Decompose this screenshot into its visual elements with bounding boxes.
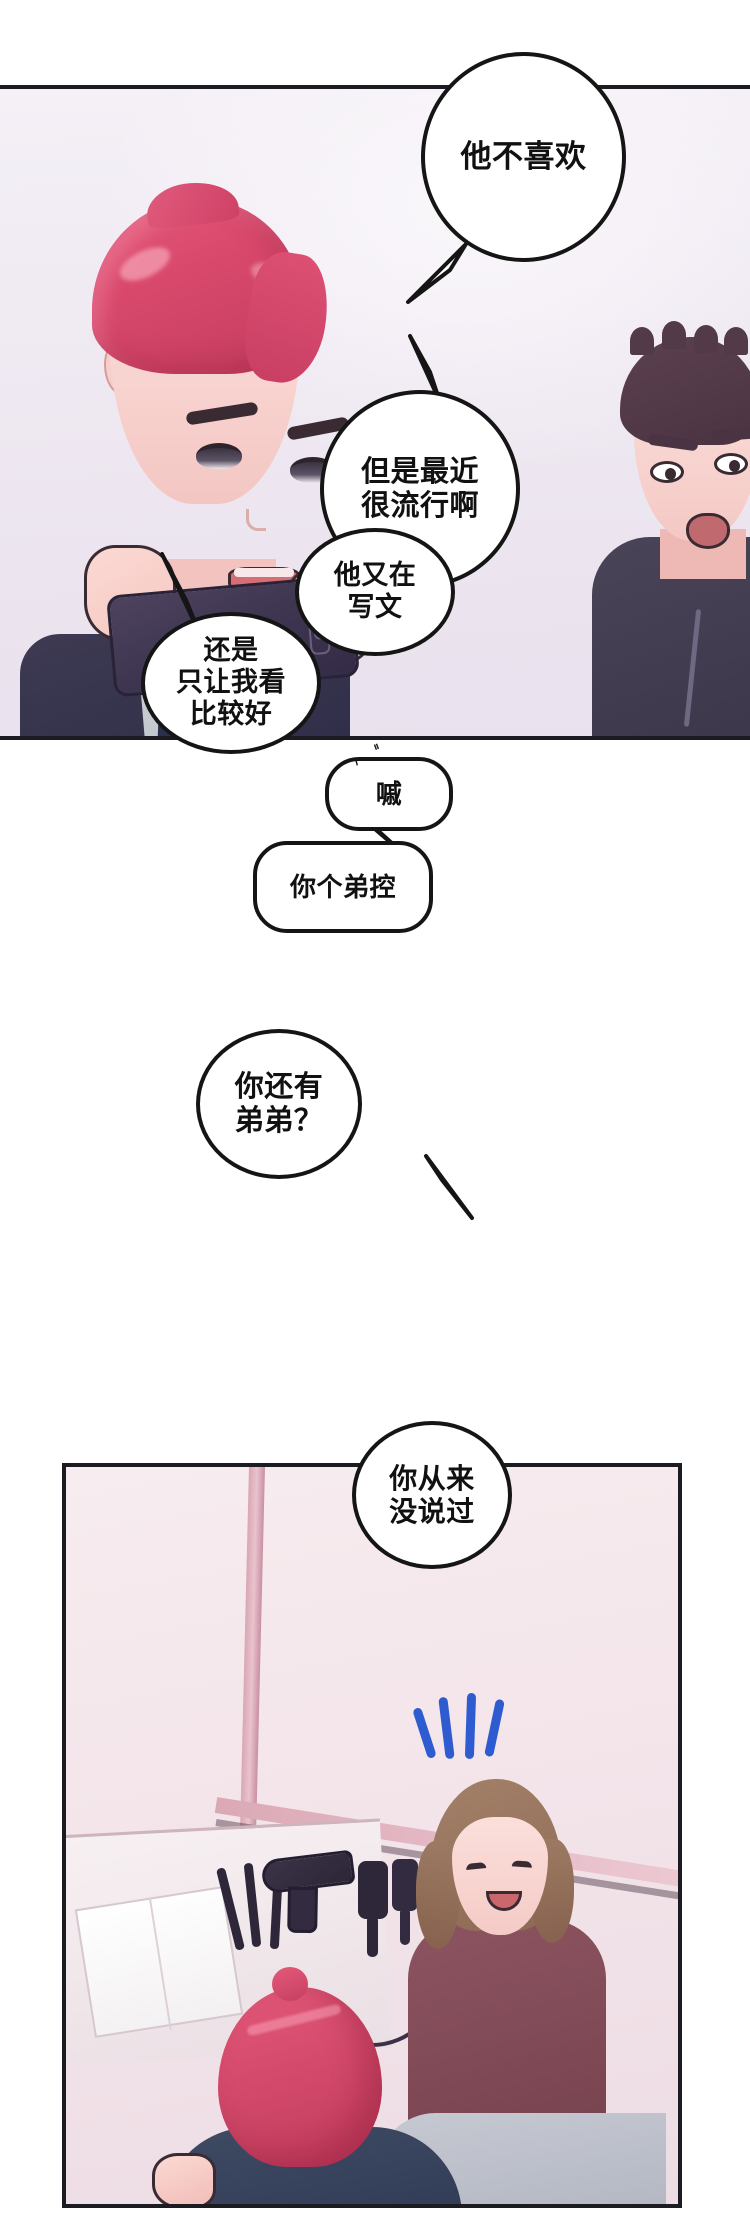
- client-hair-bun: [272, 1967, 308, 2001]
- client-head-back: [218, 1987, 382, 2167]
- man-b-eye-left: [650, 461, 684, 483]
- open-magazine: [74, 1886, 244, 2038]
- man-a-hair: [92, 177, 302, 374]
- client-hair-highlight: [246, 2003, 342, 2037]
- man-a-nose: [246, 509, 266, 531]
- bubble-1-tail: [404, 240, 474, 306]
- man-a-hair-highlight: [115, 240, 175, 288]
- bubble-7-tail: [420, 1152, 480, 1222]
- man-a-hair-highlight-2: [247, 257, 297, 295]
- man-b-hair-spike-4: [724, 327, 748, 355]
- man-b-hair-spike-3: [694, 325, 718, 353]
- drinking-glass: [636, 739, 702, 740]
- man-b-hair-spike-1: [630, 327, 654, 355]
- sweat-drop-icon-1: ᶦᶦ: [372, 739, 383, 758]
- hair-brush-1: [358, 1861, 388, 1957]
- man-a-eye-left: [196, 443, 242, 469]
- bubble-2-tail: [400, 332, 456, 406]
- man-b-hair-spike-2: [662, 321, 686, 349]
- client-hand: [152, 2153, 216, 2204]
- hair-brush-2: [392, 1859, 418, 1945]
- speech-bubble-7: 你还有 弟弟？: [196, 1029, 362, 1179]
- speech-bubble-1: 他不喜欢: [421, 52, 626, 262]
- man-b-eye-right: [714, 453, 748, 475]
- speech-bubble-5: 嘁: [325, 757, 453, 831]
- speech-bubble-4: 还是 只让我看 比较好: [141, 612, 321, 754]
- speech-bubble-3: 他又在 写文: [295, 528, 455, 656]
- stylist-face: [452, 1817, 548, 1935]
- speech-bubble-6: 你个弟控: [253, 841, 433, 933]
- man-b-mouth: [686, 513, 730, 549]
- panel-2: [62, 1463, 682, 2208]
- speech-bubble-8: 你从来 没说过: [352, 1421, 512, 1569]
- bubble-4-tail: [156, 550, 214, 638]
